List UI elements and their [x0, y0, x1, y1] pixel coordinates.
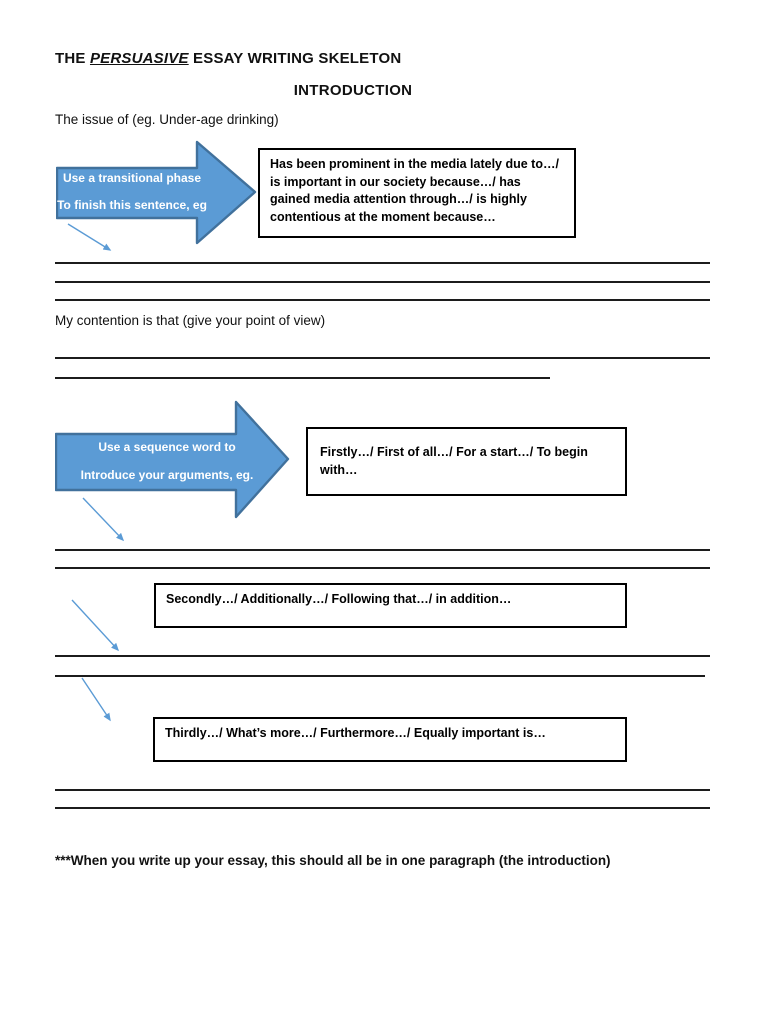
transitional-arrow-label-line1: Use a transitional phase [62, 171, 202, 185]
writing-line [55, 675, 705, 677]
examples-box-thirdly: Thirdly…/ What’s more…/ Furthermore…/ Eq… [153, 717, 627, 762]
writing-line [55, 549, 710, 551]
down-right-arrow-icon [81, 677, 111, 722]
section-heading: INTRODUCTION [293, 82, 413, 99]
writing-line [55, 357, 710, 359]
sequence-arrow-label-line2: Introduce your arguments, eg. [80, 468, 254, 482]
contention-prompt: My contention is that (give your point o… [55, 313, 326, 328]
writing-line [55, 655, 710, 657]
writing-line [55, 299, 710, 301]
writing-line [55, 789, 710, 791]
block-arrow-sequence [55, 400, 290, 519]
writing-line [55, 377, 550, 379]
footnote: ***When you write up your essay, this sh… [55, 853, 611, 868]
right-arrow-shape [56, 140, 257, 245]
right-arrow-shape [55, 400, 290, 519]
page-title-suffix: ESSAY WRITING SKELETON [188, 50, 402, 67]
examples-box-secondly: Secondly…/ Additionally…/ Following that… [154, 583, 627, 628]
examples-box-firstly: Firstly…/ First of all…/ For a start…/ T… [306, 427, 627, 496]
sequence-arrow-label-line1: Use a sequence word to [98, 440, 236, 454]
transitional-arrow-label-line2: To finish this sentence, eg [57, 198, 207, 212]
page-title: THE PERSUASIVE ESSAY WRITING SKELETON [55, 50, 401, 67]
writing-line [55, 807, 710, 809]
page-title-prefix: THE [55, 50, 90, 67]
writing-line [55, 567, 710, 569]
examples-box-transitional: Has been prominent in the media lately d… [258, 148, 576, 238]
down-right-arrow-icon [71, 599, 120, 652]
issue-prompt: The issue of (eg. Under-age drinking) [55, 112, 279, 127]
block-arrow-transitional [56, 140, 257, 245]
writing-line [55, 281, 710, 283]
writing-line [55, 262, 710, 264]
page-title-emphasis: PERSUASIVE [89, 50, 189, 67]
